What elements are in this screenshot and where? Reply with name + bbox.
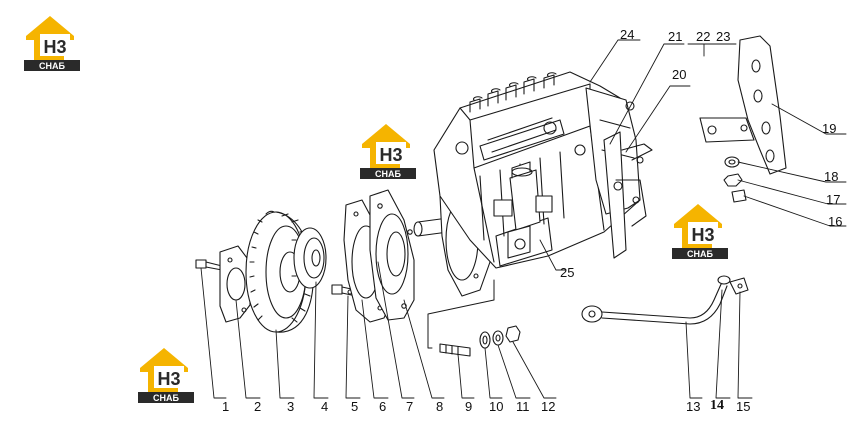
part-label-4: 4 [321, 399, 329, 414]
part-label-16: 16 [828, 214, 843, 229]
part-label-21: 21 [668, 29, 683, 44]
part-bracket [699, 35, 787, 175]
logo-text-top: H3 [43, 37, 66, 57]
part-label-2: 2 [254, 399, 262, 414]
part-label-8: 8 [436, 399, 444, 414]
part-label-22: 22 [696, 29, 711, 44]
part-bolt [195, 259, 223, 271]
part-washer-a [479, 331, 491, 349]
part-label-14: 14 [710, 398, 724, 413]
logo-text-bottom: СНАБ [375, 169, 401, 179]
logo-text-bottom: СНАБ [153, 393, 179, 403]
logo-text-top: H3 [157, 369, 180, 389]
part-label-23: 23 [716, 29, 731, 44]
part-label-12: 12 [541, 399, 556, 414]
brand-logo: H3 СНАБ [356, 120, 418, 180]
part-label-13: 13 [686, 399, 701, 414]
part-label-10: 10 [489, 399, 504, 414]
part-bolt-16 [731, 189, 747, 203]
part-label-25: 25 [560, 265, 575, 280]
part-label-24: 24 [620, 27, 635, 42]
part-label-11: 11 [516, 399, 530, 414]
part-label-15: 15 [736, 399, 751, 414]
part-fuel-pipe [581, 275, 749, 325]
part-nut [505, 325, 521, 343]
part-injection-pump [413, 71, 653, 297]
part-washer-b [492, 330, 504, 346]
part-stud [439, 343, 471, 357]
part-nut-17 [723, 173, 743, 187]
part-label-3: 3 [287, 399, 295, 414]
part-label-5: 5 [351, 399, 359, 414]
part-washer-18 [724, 156, 740, 168]
logo-text-top: H3 [691, 225, 714, 245]
part-label-19: 19 [822, 121, 837, 136]
part-label-9: 9 [465, 399, 473, 414]
part-label-20: 20 [672, 67, 687, 82]
logo-text-bottom: СНАБ [687, 249, 713, 259]
part-label-18: 18 [824, 169, 839, 184]
brand-logo: H3 СНАБ [134, 344, 196, 404]
part-label-1: 1 [222, 399, 230, 414]
part-gasket-small [219, 245, 251, 323]
part-label-17: 17 [826, 192, 841, 207]
logo-text-top: H3 [379, 145, 402, 165]
part-label-7: 7 [406, 399, 414, 414]
logo-text-bottom: СНАБ [39, 61, 65, 71]
part-label-6: 6 [379, 399, 387, 414]
leader-lines [200, 39, 847, 399]
part-flange [369, 189, 415, 321]
part-hub [291, 227, 327, 289]
brand-logo: H3 СНАБ [20, 12, 82, 72]
part-gear [245, 210, 314, 333]
brand-logo: H3 СНАБ [668, 200, 730, 260]
